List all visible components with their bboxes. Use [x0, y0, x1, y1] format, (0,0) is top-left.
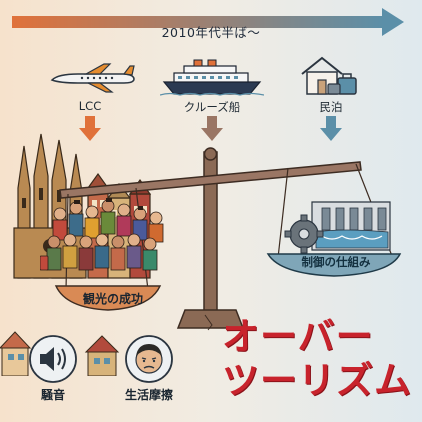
tourist-crowd-illustration [40, 198, 164, 271]
source-label-lcc: LCC [78, 99, 102, 113]
source-label-cruise: クルーズ船 [183, 100, 241, 114]
dam-gear-illustration [284, 201, 391, 254]
title-line-2: ツーリズム [222, 359, 412, 402]
airplane-icon [50, 63, 135, 93]
house-luggage-icon [301, 56, 357, 95]
speaker-icon [29, 335, 77, 383]
impact-label-friction: 生活摩擦 [124, 388, 173, 402]
down-arrow-icon [320, 116, 342, 141]
down-arrow-icon [201, 116, 223, 141]
balance-scale [54, 147, 402, 331]
impact-label-noise: 騒音 [40, 388, 65, 402]
title-line-1: オーバー [222, 315, 374, 358]
houses-illustration [0, 331, 120, 376]
timeline-arrow [12, 8, 404, 36]
timeline-label: 2010年代半ば〜 [161, 25, 261, 40]
stressed-face-icon [125, 335, 173, 383]
source-label-minpaku: 民泊 [319, 100, 343, 114]
right-tray-label: 制御の仕組み [301, 255, 371, 269]
down-arrow-icon [79, 116, 101, 141]
left-tray-label: 観光の成功 [82, 292, 143, 306]
cruise-ship-icon [160, 59, 264, 96]
